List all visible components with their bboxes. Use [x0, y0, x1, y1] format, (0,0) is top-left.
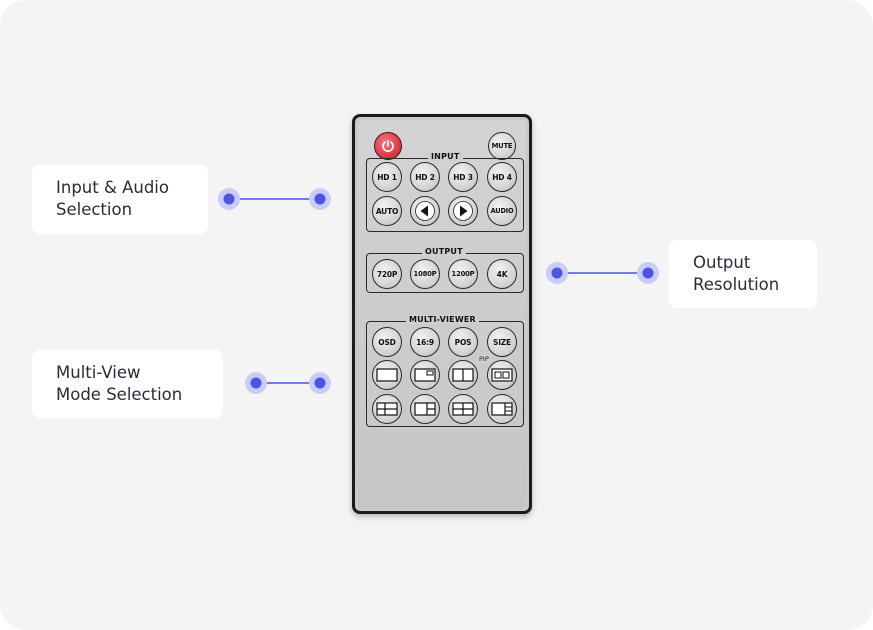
layout-main-sub-icon	[491, 402, 513, 416]
layout-pip-corner-icon	[414, 368, 436, 382]
hd2-button[interactable]: HD 2	[410, 162, 440, 192]
layout-three-left-icon	[376, 402, 398, 416]
prev-input-button[interactable]	[410, 196, 440, 226]
power-icon	[382, 139, 394, 152]
triangle-left-icon	[415, 201, 435, 221]
pos-button[interactable]: POS	[448, 327, 478, 357]
input-group-title: INPUT	[428, 152, 463, 161]
output-group-title: OUTPUT	[422, 247, 466, 256]
osd-button[interactable]: OSD	[372, 327, 402, 357]
multiviewer-group-title: MULTI-VIEWER	[406, 315, 479, 324]
hd4-button[interactable]: HD 4	[487, 162, 517, 192]
next-input-button[interactable]	[448, 196, 478, 226]
output-720p-button[interactable]: 720P	[372, 259, 402, 289]
callout-multiview-line2: Mode Selection	[56, 385, 183, 404]
callout-input-audio: Input & Audio Selection	[32, 165, 208, 234]
callout-multiview-line1: Multi-View	[56, 363, 141, 382]
output-4k-button[interactable]: 4K	[487, 259, 517, 289]
layout-single-button[interactable]	[372, 360, 402, 390]
output-1200p-button[interactable]: 1200P	[448, 259, 478, 289]
mute-button[interactable]: MUTE	[488, 132, 516, 160]
callout-input-audio-line2: Selection	[56, 200, 133, 219]
layout-pip-corner-button[interactable]	[410, 360, 440, 390]
layout-three-left-button[interactable]	[372, 394, 402, 424]
layout-quad-button[interactable]	[448, 394, 478, 424]
remote-control: MUTE INPUT HD 1 HD 2 HD 3 HD 4 AUTO	[352, 114, 532, 514]
power-button[interactable]	[374, 132, 402, 160]
layout-three-right-button[interactable]	[410, 394, 440, 424]
layout-split-two-icon	[452, 368, 474, 382]
layout-side-by-side-icon	[491, 368, 513, 382]
callout-input-audio-line1: Input & Audio	[56, 178, 169, 197]
callout-output-line2: Resolution	[693, 275, 780, 294]
connector-multiview	[245, 372, 331, 394]
triangle-right-icon	[453, 201, 473, 221]
remote-face: MUTE INPUT HD 1 HD 2 HD 3 HD 4 AUTO	[358, 120, 526, 508]
layout-single-icon	[376, 368, 398, 382]
callout-multiview: Multi-View Mode Selection	[32, 350, 223, 418]
auto-button[interactable]: AUTO	[372, 196, 402, 226]
output-1080p-button[interactable]: 1080P	[410, 259, 440, 289]
pip-label: PIP	[477, 355, 491, 363]
connector-input-audio	[218, 188, 331, 210]
audio-button[interactable]: AUDIO	[487, 196, 517, 226]
layout-main-sub-button[interactable]	[487, 394, 517, 424]
callout-output-line1: Output	[693, 253, 751, 272]
layout-quad-icon	[452, 402, 474, 416]
layout-side-by-side-button[interactable]	[487, 360, 517, 390]
connector-output	[546, 262, 659, 284]
hd3-button[interactable]: HD 3	[448, 162, 478, 192]
callout-output-resolution: Output Resolution	[669, 240, 817, 308]
size-button[interactable]: SIZE	[487, 327, 517, 357]
layout-three-right-icon	[414, 402, 436, 416]
layout-split-two-button[interactable]	[448, 360, 478, 390]
aspect-16-9-button[interactable]: 16:9	[410, 327, 440, 357]
hd1-button[interactable]: HD 1	[372, 162, 402, 192]
